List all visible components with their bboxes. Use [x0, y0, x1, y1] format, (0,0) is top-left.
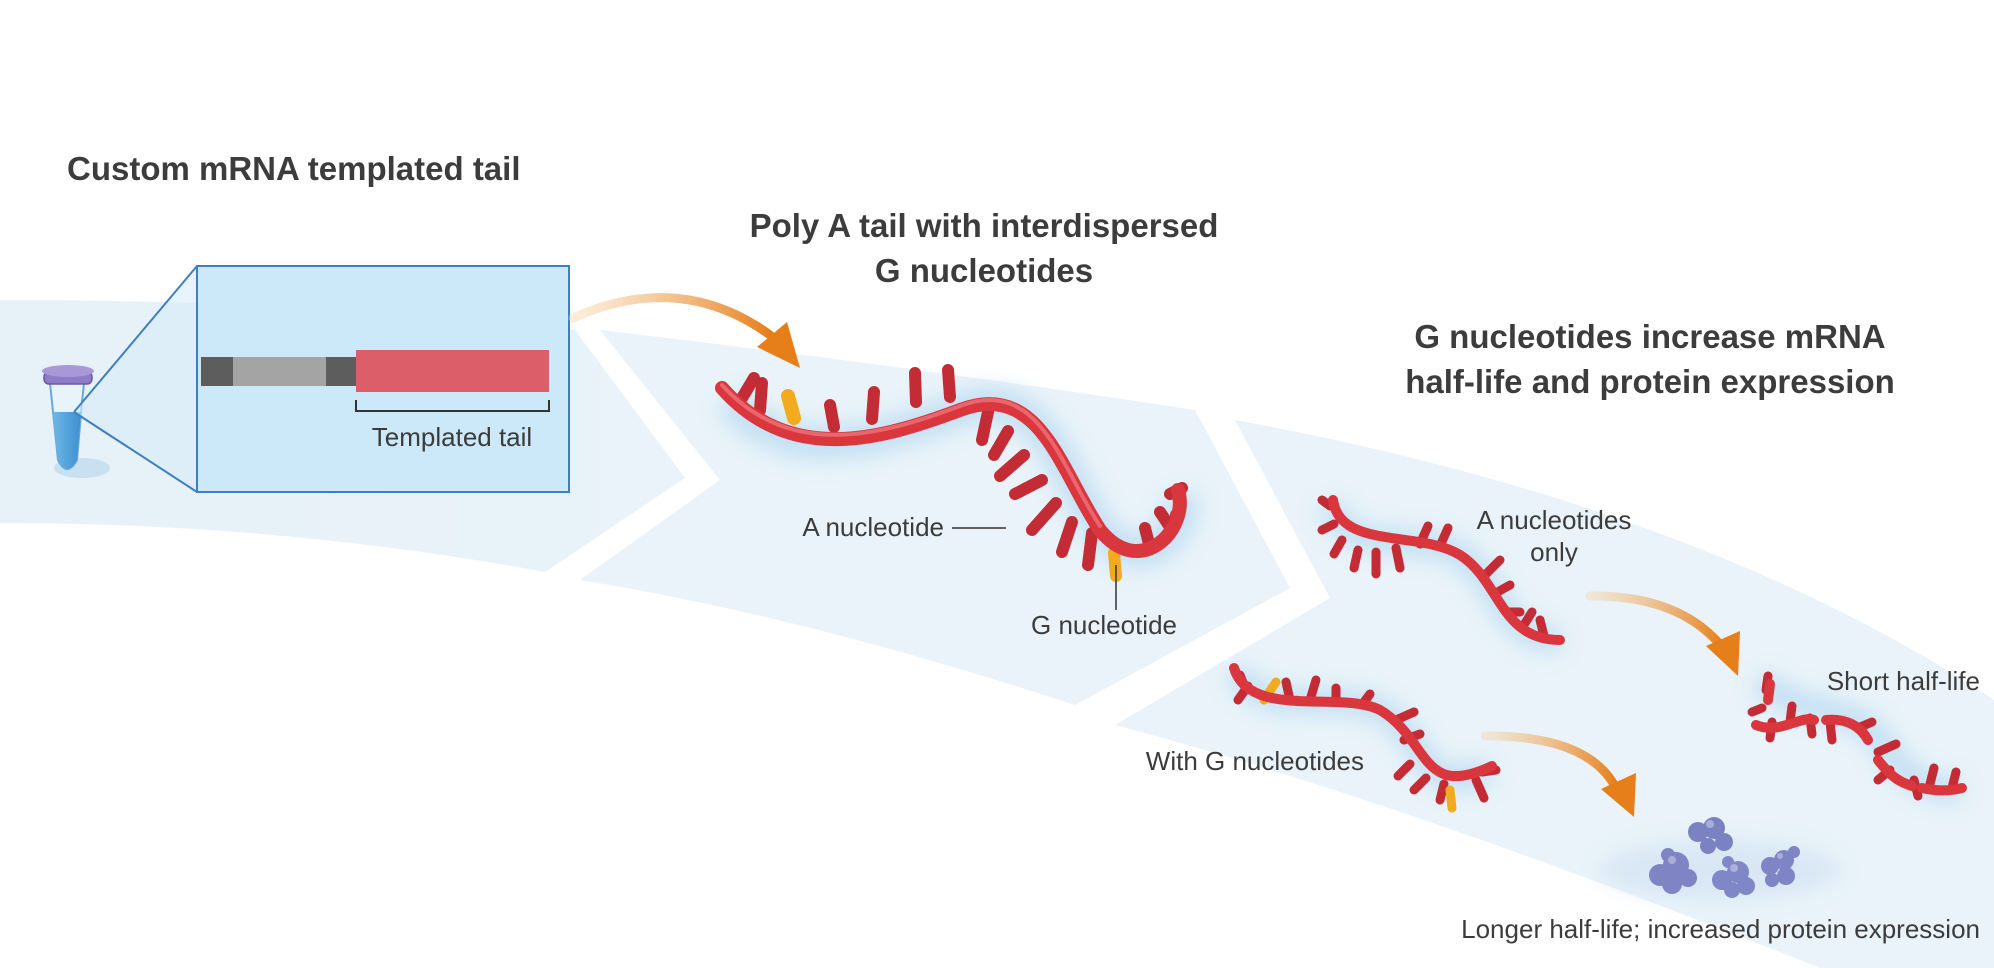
g-nucleotide-small-2 [1445, 785, 1457, 813]
mrna-a-only [1317, 495, 1565, 653]
templated-tail-bracket [355, 400, 550, 412]
mrna-with-g [1224, 663, 1501, 813]
outcome-title-line2: half-life and protein expression [1405, 363, 1895, 400]
with-g-label: With G nucleotides [1146, 746, 1364, 776]
a-only-label-line2: only [1530, 537, 1578, 567]
arrow-aonly-to-short [1585, 591, 1728, 653]
custom-template-title: Custom mRNA templated tail [67, 150, 521, 187]
protein-clusters [1600, 817, 1840, 900]
template-segment-gray [233, 357, 326, 386]
mrna-backbone-large [715, 381, 1187, 558]
zoom-callout [73, 265, 198, 493]
a-nucleotide-label: A nucleotide [802, 512, 944, 542]
protein-cluster-3 [1712, 856, 1755, 898]
arrow-template-to-polya [568, 293, 775, 340]
g-nucleotide-large-1 [781, 389, 801, 425]
template-segment-dark-left [201, 357, 233, 386]
short-half-life-label: Short half-life [1827, 666, 1980, 696]
poly-a-title-line2: G nucleotides [875, 252, 1093, 289]
process-arrows [568, 293, 1740, 817]
test-tube-icon [42, 365, 110, 478]
arrow-withg-to-protein [1480, 731, 1622, 795]
longer-half-life-label: Longer half-life; increased protein expr… [1461, 914, 1980, 944]
protein-cluster-2 [1688, 817, 1733, 854]
g-nucleotide-label: G nucleotide [1031, 610, 1177, 640]
protein-cluster-1 [1649, 848, 1697, 894]
outcome-title-line1: G nucleotides increase mRNA [1414, 318, 1885, 355]
mrna-fragmented [1747, 670, 1967, 803]
template-segment-dark-right [326, 357, 356, 386]
a-only-label-line1: A nucleotides [1477, 505, 1632, 535]
templated-tail-label: Templated tail [372, 422, 532, 452]
template-box: Templated tail [196, 265, 570, 493]
poly-a-title-line1: Poly A tail with interdispersed [750, 207, 1219, 244]
templated-tail-bar [356, 350, 549, 392]
protein-cluster-4 [1761, 846, 1800, 887]
mrna-large [715, 364, 1199, 582]
